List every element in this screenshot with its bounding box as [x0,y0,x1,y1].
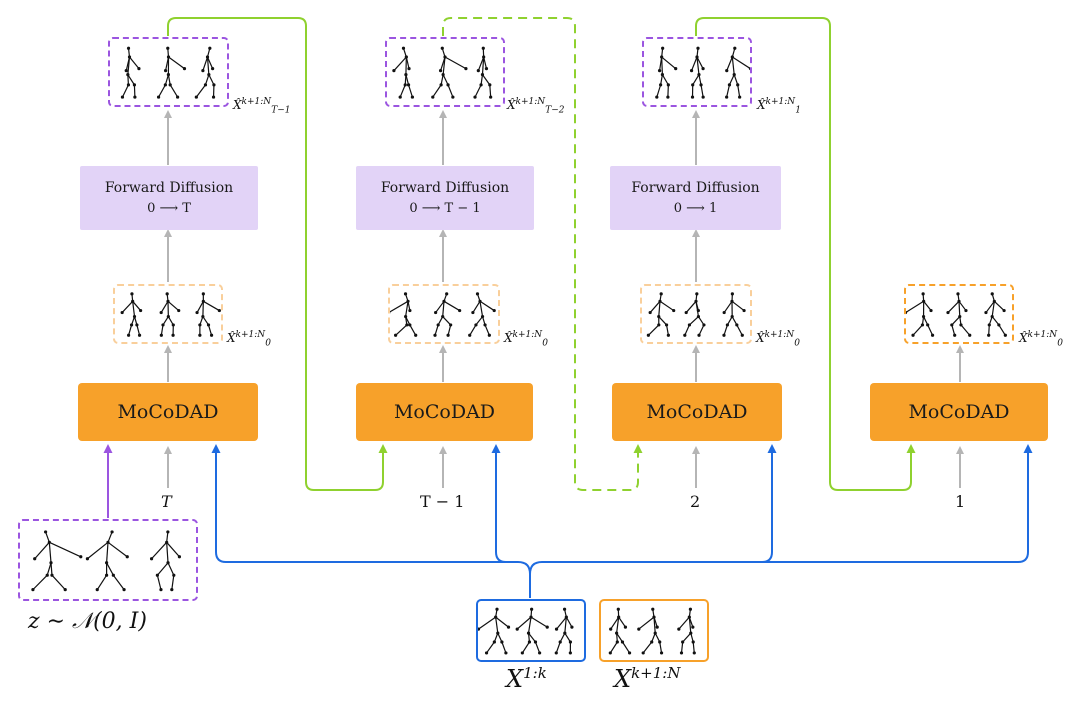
target-label: Xk+1:N [614,664,681,693]
noise-label: z ∼ 𝒩(0, I) [28,609,147,634]
step-input-label: T [161,492,172,511]
final-prediction-frame [904,284,1014,344]
forward-diffusion-range: 0 ⟶ T [147,200,191,216]
skeleton-poses [31,530,182,592]
mocodad-model-block: MoCoDAD [78,383,258,441]
skeleton-poses [906,292,1007,337]
skeleton-poses [608,607,696,655]
clean-prediction-label: X̂k+1:N0 [504,330,548,349]
forward-diffusion-title: Forward Diffusion [380,179,510,196]
chain-arrows [167,17,916,491]
noisy-sample-frame [642,37,752,107]
skeleton-poses [392,46,493,99]
clean-prediction-frame [640,284,752,344]
clean-prediction-frame [113,284,223,344]
skeleton-poses [646,292,746,337]
skeleton-poses [120,292,221,337]
forward-diffusion-title: Forward Diffusion [104,179,234,196]
skeleton-poses [655,46,750,99]
forward-diffusion-block: Forward Diffusion 0 ⟶ 1 [610,166,781,230]
skeleton-poses [478,607,574,655]
skeleton-poses [390,292,496,337]
forward-diffusion-range: 0 ⟶ 1 [673,200,718,216]
step-input-label: 1 [955,492,966,511]
noisy-sample-frame [385,37,505,107]
forward-diffusion-block: Forward Diffusion 0 ⟶ T [80,166,258,230]
forward-diffusion-block: Forward Diffusion 0 ⟶ T − 1 [356,166,534,230]
mocodad-model-block: MoCoDAD [356,383,533,441]
condition-arrows [211,444,1033,598]
clean-prediction-label: X̂k+1:N0 [756,330,800,349]
step-input-label: T − 1 [420,492,465,511]
clean-prediction-frame [388,284,500,344]
noisy-sample-label: X̂k+1:N1 [757,97,801,116]
clean-prediction-label: X̂k+1:N0 [227,330,271,349]
skeleton-poses [120,46,216,99]
clean-prediction-label: X̂k+1:N0 [1019,330,1063,349]
noisy-sample-frame [108,37,229,107]
noise-sample-frame [18,519,198,601]
forward-diffusion-title: Forward Diffusion [631,179,760,196]
condition-sequence-frame [476,599,586,662]
mocodad-model-block: MoCoDAD [870,383,1048,441]
forward-diffusion-range: 0 ⟶ T − 1 [409,200,481,216]
gray-arrows [164,110,964,488]
step-input-label: 2 [690,492,701,511]
noisy-sample-label: X̂k+1:NT−1 [233,97,291,116]
mocodad-model-block: MoCoDAD [612,383,782,441]
noisy-sample-label: X̂k+1:NT−2 [507,97,565,116]
condition-label: X1:k [506,664,547,693]
target-sequence-frame [599,599,709,662]
